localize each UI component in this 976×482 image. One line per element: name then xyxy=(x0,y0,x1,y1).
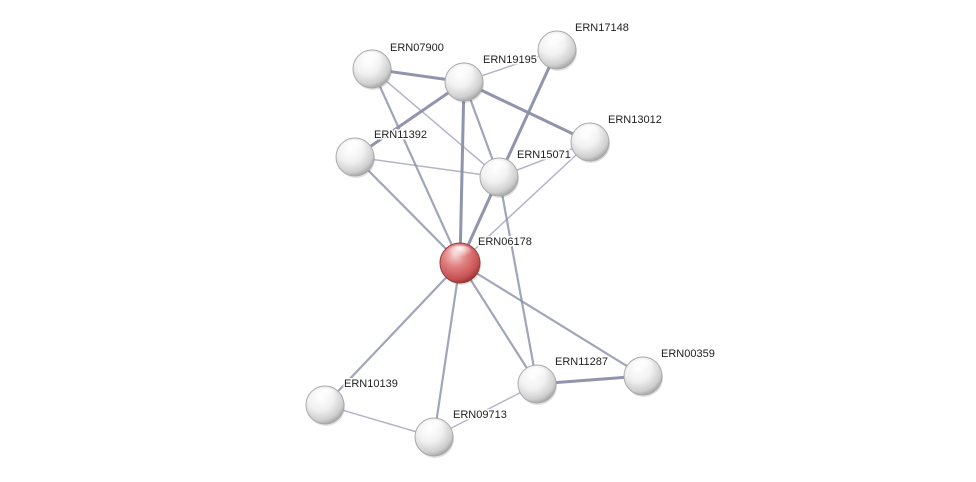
edge-ern17148-ern15071 xyxy=(497,48,559,179)
edge-ern19195-ern13012 xyxy=(462,80,592,144)
node-label-ern10139: ERN10139 xyxy=(344,378,398,390)
node-label-ern06178: ERN06178 xyxy=(478,236,532,248)
node-label-ern17148: ERN17148 xyxy=(575,22,629,34)
node-label-ern19195: ERN19195 xyxy=(483,54,537,66)
node-highlight xyxy=(545,33,569,48)
node-highlight xyxy=(452,65,476,80)
node-ern11392[interactable] xyxy=(335,137,375,178)
node-ern10139[interactable] xyxy=(305,385,345,426)
node-label-ern11392: ERN11392 xyxy=(374,129,427,141)
edge-ern13012-ern06178 xyxy=(459,141,591,264)
node-ern09713[interactable] xyxy=(414,417,454,458)
node-label-ern11287: ERN11287 xyxy=(555,356,608,368)
node-ern07900[interactable] xyxy=(352,49,392,90)
edge-ern15071-ern11287 xyxy=(497,175,539,386)
node-ern17148[interactable] xyxy=(537,30,577,71)
nodes-layer xyxy=(305,30,663,458)
node-highlight xyxy=(422,420,446,435)
edge-ern06178-ern10139 xyxy=(323,261,462,407)
node-highlight xyxy=(343,140,367,155)
node-label-ern07900: ERN07900 xyxy=(390,42,444,54)
edge-ern07900-ern15071 xyxy=(371,68,500,178)
edge-ern11392-ern06178 xyxy=(353,155,462,265)
edge-ern06178-ern09713 xyxy=(432,261,462,439)
edge-ern11392-ern15071 xyxy=(354,156,500,178)
node-highlight xyxy=(360,52,384,67)
node-ern13012[interactable] xyxy=(570,122,610,163)
edge-ern06178-ern00359 xyxy=(458,261,645,378)
node-label-ern00359: ERN00359 xyxy=(661,348,715,360)
node-highlight xyxy=(487,160,511,175)
node-highlight xyxy=(525,367,549,382)
node-ern06178[interactable] xyxy=(439,242,481,285)
node-ern11287[interactable] xyxy=(517,364,557,405)
node-label-ern09713: ERN09713 xyxy=(453,409,507,421)
node-ern15071[interactable] xyxy=(479,157,519,198)
node-highlight xyxy=(631,359,655,374)
node-ern19195[interactable] xyxy=(444,62,484,103)
node-label-ern15071: ERN15071 xyxy=(517,149,571,161)
node-label-ern13012: ERN13012 xyxy=(608,114,662,126)
node-ern00359[interactable] xyxy=(623,356,663,397)
edge-ern19195-ern11392 xyxy=(353,80,466,159)
node-highlight xyxy=(313,388,337,403)
node-highlight xyxy=(578,125,602,140)
edge-ern06178-ern11287 xyxy=(458,261,539,386)
node-highlight xyxy=(447,245,473,261)
